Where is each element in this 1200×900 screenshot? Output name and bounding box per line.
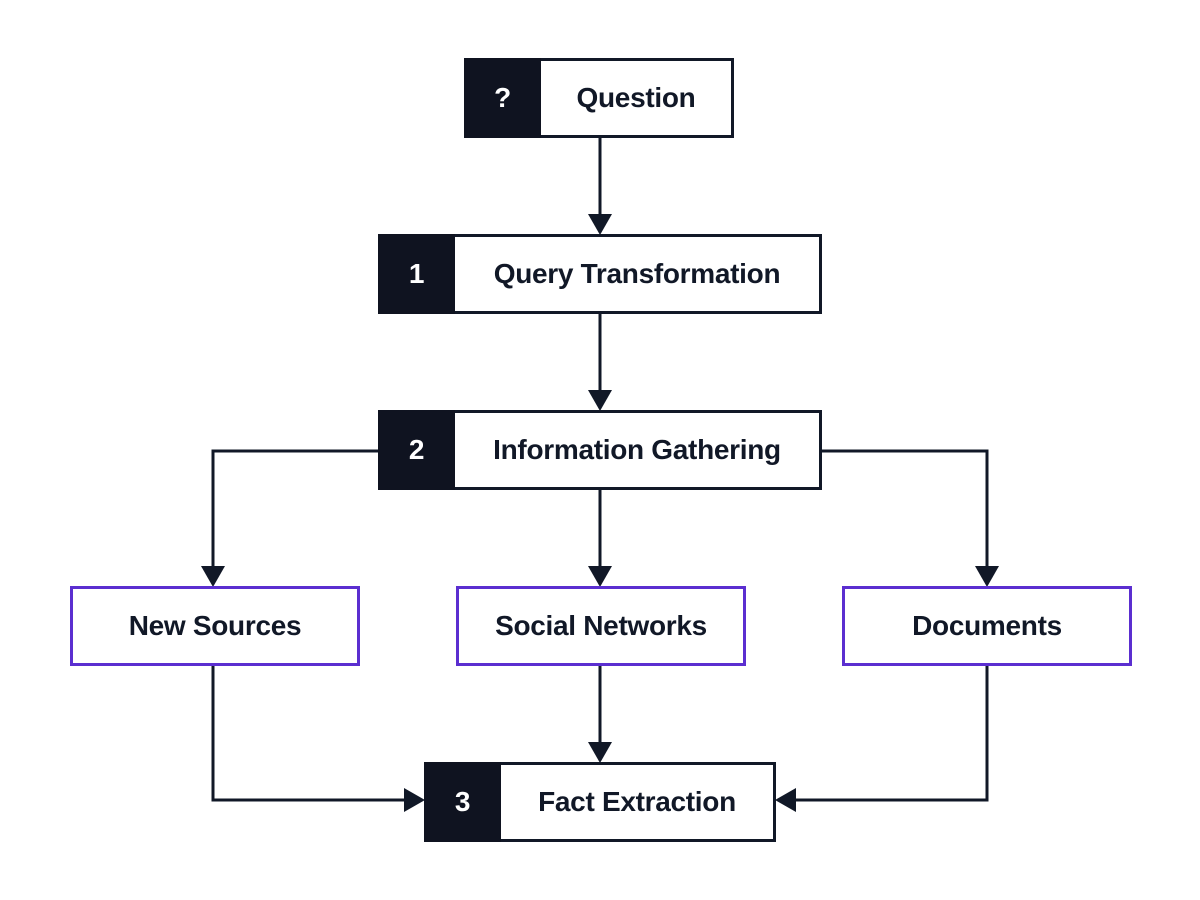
arrowhead-fact-extraction-top: [588, 742, 612, 763]
query-transformation-label: Query Transformation: [493, 258, 781, 289]
arrowhead-new-sources: [201, 566, 225, 587]
arrowhead-query-transformation: [588, 214, 612, 235]
fact-extraction-label: Fact Extraction: [538, 786, 736, 817]
fact-extraction-badge: 3: [424, 762, 501, 842]
question-label: Question: [576, 82, 696, 113]
information-gathering-badge: 2: [378, 410, 455, 490]
arrowhead-fact-extraction-right: [775, 788, 796, 812]
social-networks-node: Social Networks: [456, 586, 746, 666]
question-node: ? Question: [464, 58, 734, 138]
edge-documents-to-fact-extraction: [794, 665, 989, 802]
new-sources-label: New Sources: [128, 610, 302, 641]
edge-new-sources-to-fact-extraction: [211, 665, 406, 802]
query-transformation-badge: 1: [378, 234, 455, 314]
information-gathering-label: Information Gathering: [493, 434, 781, 465]
arrowhead-fact-extraction-left: [404, 788, 425, 812]
arrowhead-social-networks: [588, 566, 612, 587]
arrowhead-documents: [975, 566, 999, 587]
question-badge: ?: [464, 58, 541, 138]
arrowhead-information-gathering: [588, 390, 612, 411]
documents-node: Documents: [842, 586, 1132, 666]
edge-information-gathering-to-new-sources: [211, 449, 380, 568]
new-sources-node: New Sources: [70, 586, 360, 666]
edge-information-gathering-to-documents: [820, 449, 989, 568]
documents-label: Documents: [912, 610, 1062, 641]
query-transformation-node: 1 Query Transformation: [378, 234, 822, 314]
information-gathering-node: 2 Information Gathering: [378, 410, 822, 490]
fact-extraction-node: 3 Fact Extraction: [424, 762, 776, 842]
social-networks-label: Social Networks: [495, 610, 707, 641]
